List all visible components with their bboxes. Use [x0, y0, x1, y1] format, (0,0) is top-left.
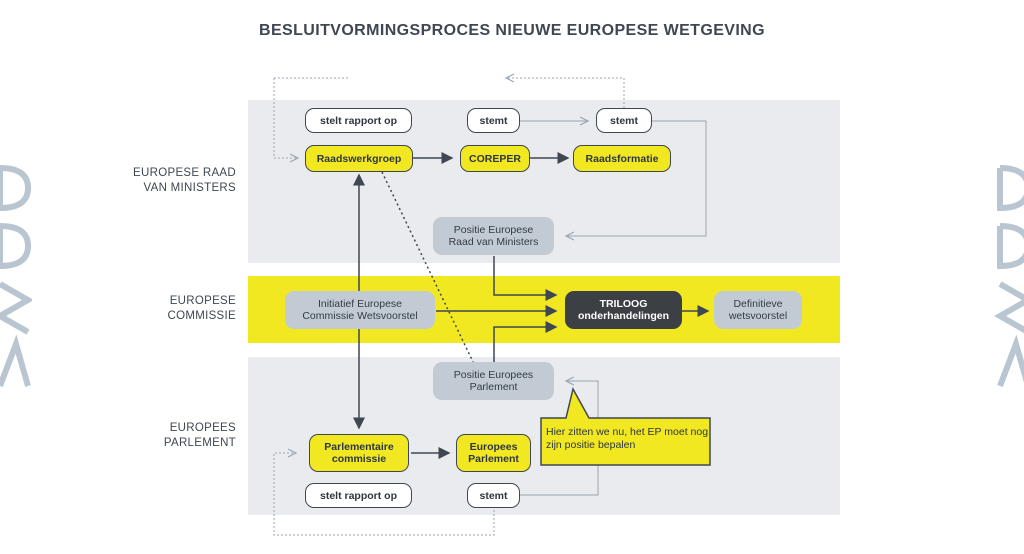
stemt-parl-label: stemt	[479, 489, 508, 502]
page-title: BESLUITVORMINGSPROCES NIEUWE EUROPESE WE…	[259, 22, 765, 39]
row-label-commissie-text: EUROPESE COMMISSIE	[167, 295, 236, 322]
initiatief-label: Initiatief Europese Commissie Wetsvoorst…	[302, 298, 418, 322]
row-label-raad: EUROPESE RAAD VAN MINISTERS	[106, 166, 236, 196]
raadswerkgroep-node: Raadswerkgroep	[305, 145, 413, 172]
row-label-raad-text: EUROPESE RAAD VAN MINISTERS	[133, 167, 236, 194]
positie-parlement-label: Positie Europees Parlement	[453, 369, 534, 393]
coreper-label: COREPER	[469, 152, 521, 165]
stelt-rapport-parl-node: stelt rapport op	[305, 483, 412, 508]
positie-raad-label: Positie Europese Raad van Ministers	[448, 224, 539, 248]
initiatief-node: Initiatief Europese Commissie Wetsvoorst…	[285, 291, 435, 329]
left-logo-icon	[0, 165, 32, 388]
parlementaire-commissie-label: Parlementaire commissie	[324, 441, 394, 465]
row-label-commissie: EUROPESE COMMISSIE	[106, 294, 236, 324]
triloog-node: TRILOOG onderhandelingen	[565, 291, 682, 329]
stelt-rapport-parl-label: stelt rapport op	[319, 489, 397, 502]
stemt-coreper-label: stemt	[479, 114, 508, 127]
parlementaire-commissie-node: Parlementaire commissie	[309, 434, 409, 472]
definitieve-node: Definitieve wetsvoorstel	[714, 291, 802, 329]
raadsformatie-node: Raadsformatie	[573, 145, 671, 172]
europees-parlement-node: Europees Parlement	[456, 434, 531, 472]
raadswerkgroep-label: Raadswerkgroep	[316, 152, 402, 165]
callout-bubble	[540, 386, 711, 466]
stemt-coreper-node: stemt	[467, 108, 520, 133]
stemt-raadsformatie-label: stemt	[609, 114, 638, 127]
coreper-node: COREPER	[460, 145, 530, 172]
row-label-parlement-text: EUROPEES PARLEMENT	[163, 422, 236, 449]
row-label-parlement: EUROPEES PARLEMENT	[106, 421, 236, 451]
positie-parlement-node: Positie Europees Parlement	[433, 362, 554, 400]
right-logo-icon	[994, 165, 1024, 388]
europees-parlement-label: Europees Parlement	[468, 441, 519, 465]
stemt-raadsformatie-node: stemt	[596, 108, 652, 133]
stelt-rapport-raad-node: stelt rapport op	[305, 108, 412, 133]
triloog-label: TRILOOG onderhandelingen	[577, 298, 669, 322]
positie-raad-node: Positie Europese Raad van Ministers	[433, 217, 554, 255]
callout-text: Hier zitten we nu, het EP moet nog zijn …	[546, 426, 709, 451]
raadsformatie-label: Raadsformatie	[585, 152, 659, 165]
stemt-parl-node: stemt	[467, 483, 520, 508]
stelt-rapport-raad-label: stelt rapport op	[319, 114, 397, 127]
definitieve-label: Definitieve wetsvoorstel	[728, 298, 788, 322]
